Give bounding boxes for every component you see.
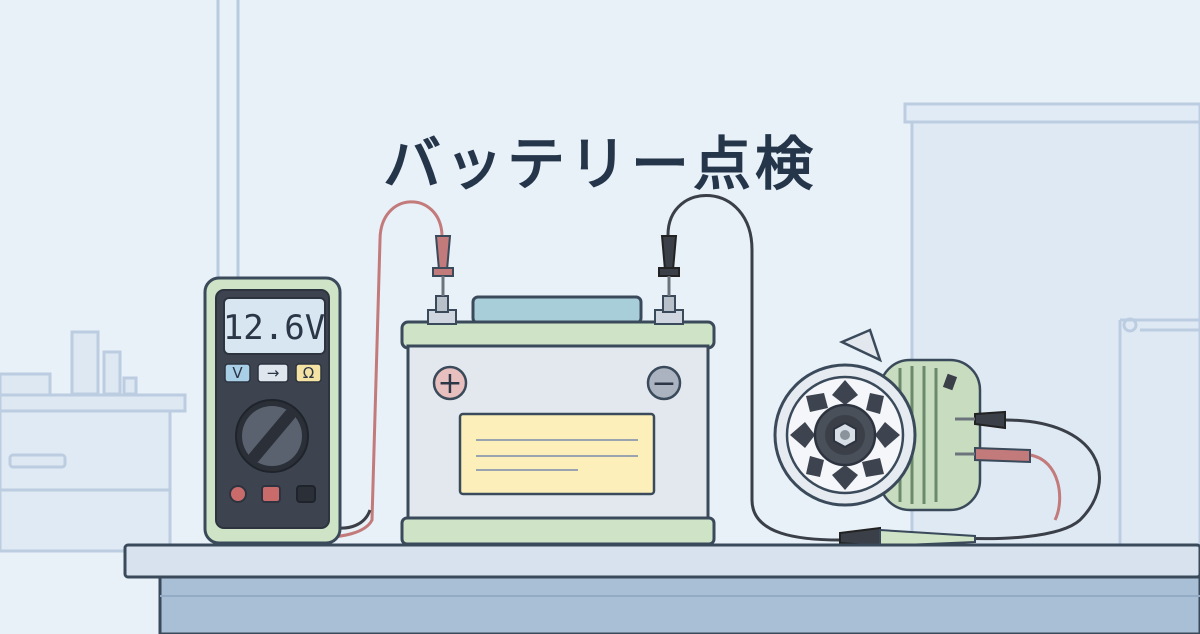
svg-text:−: − <box>651 366 676 401</box>
rotary-dial[interactable] <box>235 399 309 473</box>
background-window <box>216 0 240 280</box>
positive-symbol: + <box>432 365 468 401</box>
voltage-reading: 12.6V <box>223 308 325 348</box>
multimeter: 12.6V V → Ω <box>203 276 342 545</box>
battery-base <box>400 516 716 546</box>
mode-button-volt-label: V <box>232 364 243 382</box>
red-probe[interactable] <box>432 235 454 296</box>
multimeter-display <box>223 297 326 355</box>
mode-button-ohm[interactable]: Ω <box>295 363 322 383</box>
bench-probe[interactable] <box>839 526 976 548</box>
alternator-black-lead <box>959 418 1101 541</box>
black-probe[interactable] <box>658 235 680 296</box>
battery-lid <box>400 320 716 350</box>
workbench <box>123 543 1200 634</box>
alternator-red-lead <box>1029 453 1062 521</box>
mode-button-diode-label: → <box>267 364 280 382</box>
mode-button-volt[interactable]: V <box>224 363 251 383</box>
car-battery: + − <box>400 295 716 546</box>
input-jack-red[interactable] <box>261 485 281 503</box>
svg-text:+: + <box>437 366 462 401</box>
mode-button-diode[interactable]: → <box>257 363 289 383</box>
background-shelf <box>0 330 187 553</box>
alternator-black-probe[interactable] <box>955 410 1006 430</box>
alternator-red-probe[interactable] <box>955 446 1031 464</box>
input-jack-red-small[interactable] <box>229 485 247 503</box>
negative-terminal[interactable] <box>654 295 684 325</box>
negative-symbol: − <box>646 365 682 401</box>
input-jack-black[interactable] <box>296 485 316 503</box>
black-lead-to-alternator <box>666 193 841 542</box>
mode-button-ohm-label: Ω <box>303 364 314 382</box>
page-title: バッテリー点検 <box>382 129 817 198</box>
battery-cap <box>471 295 643 325</box>
alternator <box>773 328 982 512</box>
positive-terminal[interactable] <box>427 295 457 325</box>
battery-label <box>458 412 656 496</box>
